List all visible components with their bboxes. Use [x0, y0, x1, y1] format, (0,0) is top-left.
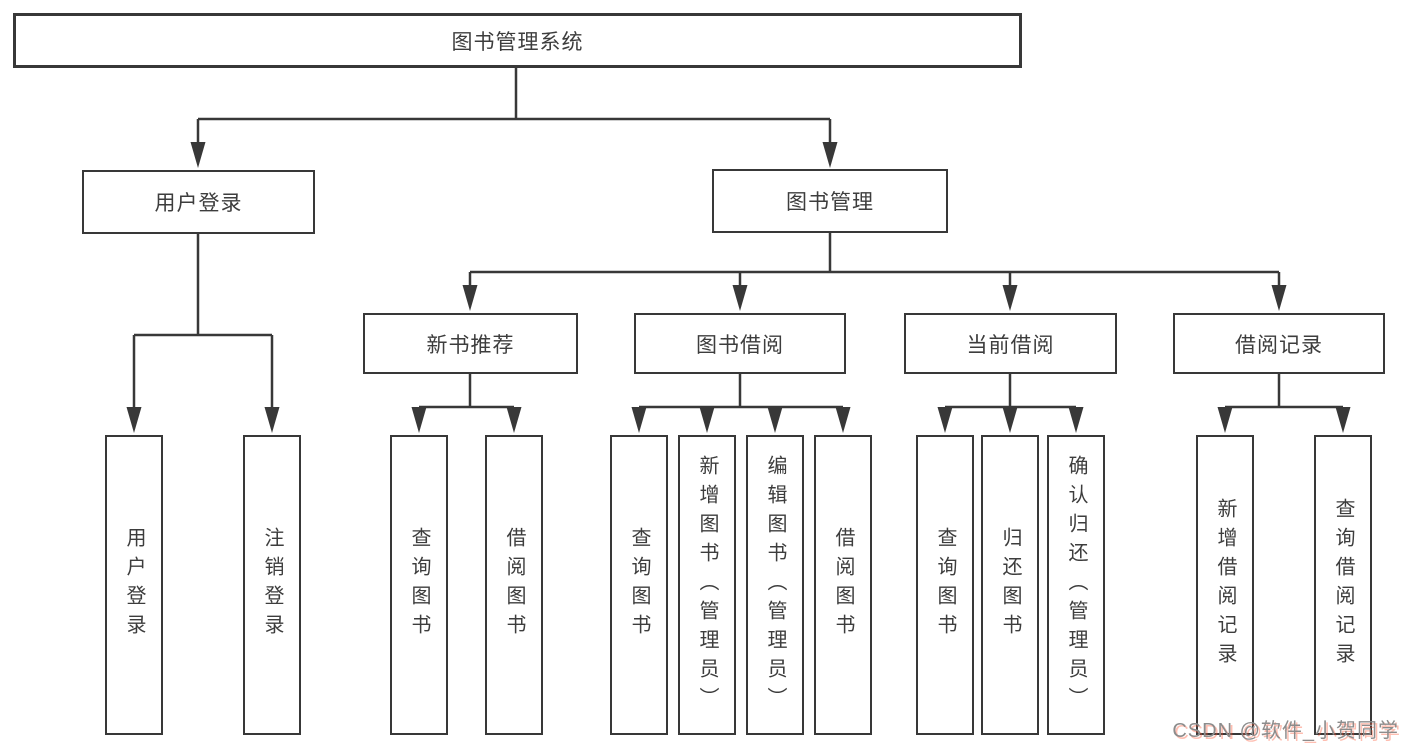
arrowhead [264, 407, 280, 433]
leaf-label: 查询借阅记录 [1332, 498, 1354, 672]
node-label: 借阅记录 [1235, 333, 1323, 357]
node-label: 当前借阅 [966, 333, 1055, 357]
leaf-recommend-borrow-books: 借阅图书 [485, 435, 543, 735]
arrowhead [1068, 407, 1084, 433]
leaf-logout: 注销登录 [243, 435, 301, 735]
leaf-label: 用户登录 [123, 527, 145, 643]
arrowhead [631, 407, 647, 433]
node-label: 图书管理系统 [451, 30, 584, 54]
leaf-label: 新增图书（管理员） [696, 454, 718, 716]
node-new-book-recommend: 新书推荐 [363, 313, 578, 374]
leaf-label: 借阅图书 [832, 527, 854, 643]
leaf-label: 查询图书 [628, 527, 650, 643]
node-current-borrow: 当前借阅 [904, 313, 1117, 374]
node-label: 新书推荐 [426, 333, 515, 357]
leaf-label: 归还图书 [999, 527, 1021, 643]
leaf-records-add-record: 新增借阅记录 [1196, 435, 1254, 735]
arrowhead [1217, 407, 1233, 433]
node-root-library-system: 图书管理系统 [13, 13, 1022, 68]
arrowhead [506, 407, 522, 433]
arrowhead [1335, 407, 1351, 433]
arrowhead [1271, 285, 1287, 311]
arrowhead [462, 285, 478, 311]
leaf-borrow-add-books-admin: 新增图书（管理员） [678, 435, 736, 735]
arrowhead [937, 407, 953, 433]
arrowhead [126, 407, 142, 433]
leaf-label: 查询图书 [408, 527, 430, 643]
leaf-label: 注销登录 [261, 527, 283, 643]
arrowhead [699, 407, 715, 433]
arrowhead [835, 407, 851, 433]
leaf-records-query-record: 查询借阅记录 [1314, 435, 1372, 735]
leaf-label: 查询图书 [934, 527, 956, 643]
node-label: 用户登录 [154, 192, 243, 215]
arrowhead [190, 142, 206, 168]
node-label: 图书借阅 [696, 333, 784, 357]
arrowhead [1002, 285, 1018, 311]
leaf-current-confirm-return-admin: 确认归还（管理员） [1047, 435, 1105, 735]
leaf-label: 确认归还（管理员） [1065, 454, 1087, 716]
node-user-login: 用户登录 [82, 170, 315, 234]
node-borrow-records: 借阅记录 [1173, 313, 1385, 374]
leaf-label: 新增借阅记录 [1214, 498, 1236, 672]
leaf-current-query-books: 查询图书 [916, 435, 974, 735]
arrowhead [1002, 407, 1018, 433]
leaf-current-return-books: 归还图书 [981, 435, 1039, 735]
leaf-borrow-query-books: 查询图书 [610, 435, 668, 735]
leaf-borrow-edit-books-admin: 编辑图书（管理员） [746, 435, 804, 735]
leaf-borrow-borrow-books: 借阅图书 [814, 435, 872, 735]
arrowhead [767, 407, 783, 433]
leaf-recommend-query-books: 查询图书 [390, 435, 448, 735]
leaf-label: 借阅图书 [503, 527, 525, 643]
csdn-watermark: CSDN @软件_小贺同学 [1172, 720, 1399, 742]
node-label: 图书管理 [786, 191, 874, 214]
arrowhead [732, 285, 748, 311]
node-book-borrow: 图书借阅 [634, 313, 846, 374]
leaf-user-login: 用户登录 [105, 435, 163, 735]
node-book-management: 图书管理 [712, 169, 948, 233]
leaf-label: 编辑图书（管理员） [764, 454, 786, 716]
arrowhead [822, 142, 838, 168]
arrowhead [411, 407, 427, 433]
